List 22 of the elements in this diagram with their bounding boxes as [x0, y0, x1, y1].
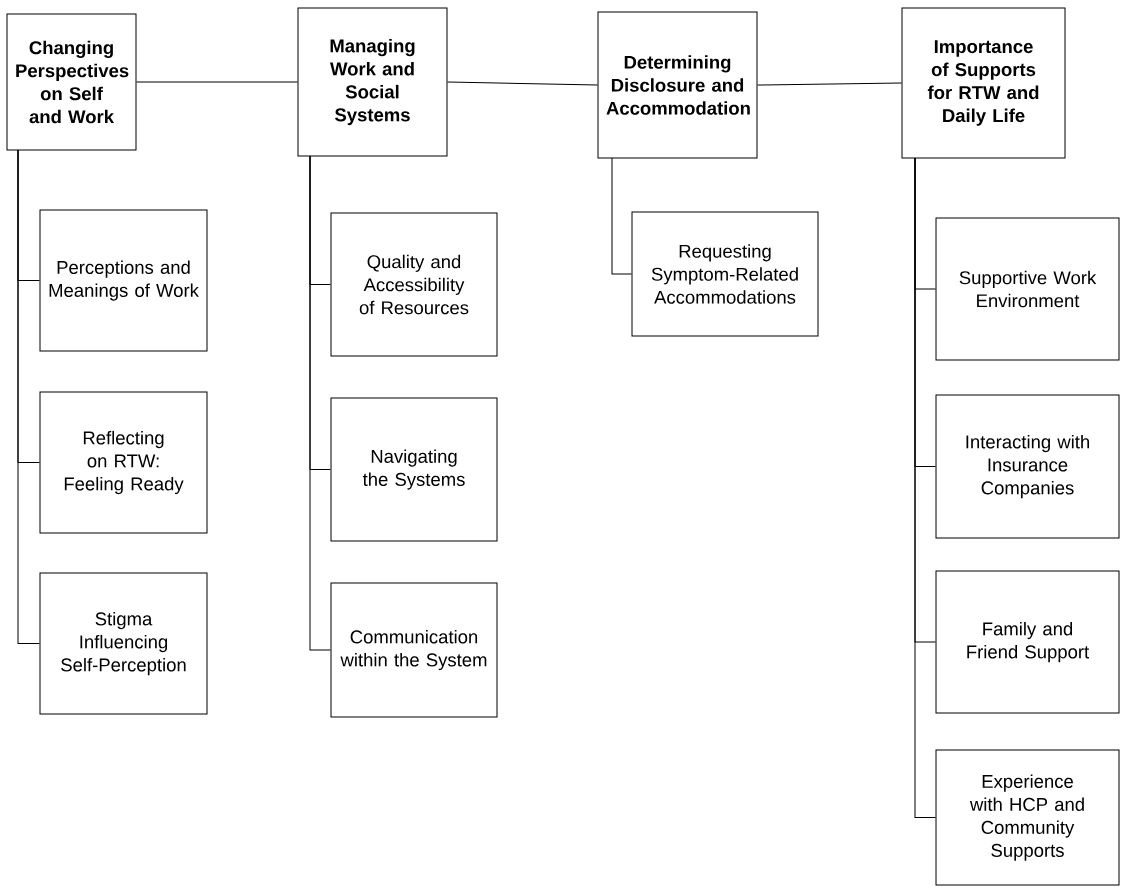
- theme-box: Managing Work and Social Systems: [297, 7, 448, 157]
- subtheme-box: Communication within the System: [330, 582, 498, 718]
- theme-box: Changing Perspectives on Self and Work: [6, 13, 137, 151]
- theme-box: Importance of Supports for RTW and Daily Life: [901, 7, 1066, 159]
- connector-line: [309, 155, 331, 651]
- connector-line: [611, 157, 632, 275]
- subtheme-box: Interacting with Insurance Companies: [935, 394, 1120, 539]
- subtheme-box: Supportive Work Environment: [935, 217, 1120, 361]
- connector-line: [914, 157, 936, 818]
- connector-line: [17, 149, 40, 644]
- subtheme-box: Reflecting on RTW: Feeling Ready: [39, 391, 208, 534]
- connector-line: [136, 81, 298, 83]
- subtheme-box: Experience with HCP and Community Supports: [935, 749, 1120, 886]
- subtheme-box: Quality and Accessibility of Resources: [330, 212, 498, 357]
- theme-box: Determining Disclosure and Accommodation: [597, 11, 758, 159]
- connector-line: [447, 81, 598, 86]
- connector-line: [757, 82, 902, 86]
- subtheme-box: Stigma Influencing Self-Perception: [39, 572, 208, 715]
- subtheme-box: Family and Friend Support: [935, 570, 1120, 714]
- subtheme-box: Navigating the Systems: [330, 397, 498, 542]
- subtheme-box: Perceptions and Meanings of Work: [39, 209, 208, 352]
- subtheme-box: Requesting Symptom-Related Accommodations: [631, 211, 819, 337]
